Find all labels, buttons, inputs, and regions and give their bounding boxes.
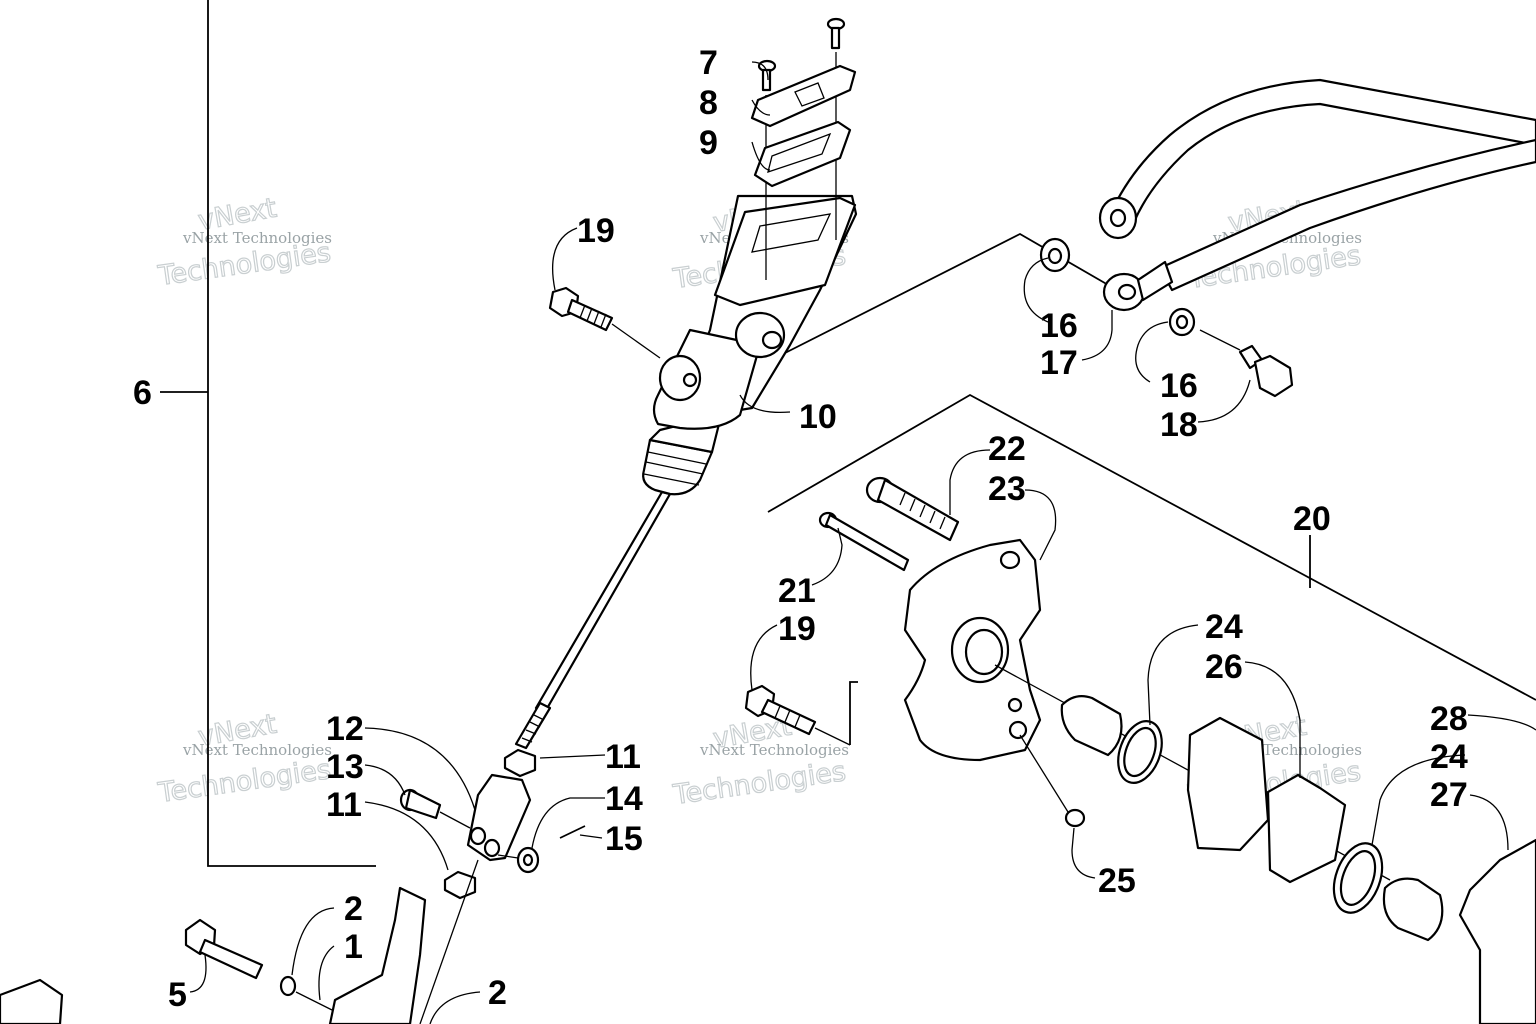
callout-7: 7 — [699, 44, 718, 82]
callout-labels: 6 7 8 9 19 10 16 17 16 18 22 23 20 21 19… — [133, 44, 1468, 1014]
callout-1: 1 — [344, 928, 363, 966]
reservoir-top — [713, 196, 857, 307]
nut-11-upper — [503, 748, 537, 778]
callout-16-upper: 16 — [1040, 307, 1078, 345]
caliper-bracket — [903, 538, 1042, 762]
caliper-housing — [1458, 838, 1536, 1024]
cotter-pin-15 — [559, 825, 586, 839]
o-ring-25 — [1064, 808, 1086, 828]
nut-11-lower — [443, 870, 477, 900]
group-bracket-6 — [160, 0, 376, 867]
watermark-5-small: vNext Technologies — [699, 741, 849, 759]
callout-11-left: 11 — [326, 786, 362, 824]
callout-25: 25 — [1098, 862, 1136, 900]
washer-14 — [516, 846, 540, 874]
callout-20: 20 — [1293, 500, 1331, 538]
callout-16-lower: 16 — [1160, 367, 1198, 405]
svg-text:Technologies: Technologies — [156, 754, 333, 809]
callout-9: 9 — [699, 124, 718, 162]
watermark-5: Technologies — [670, 755, 848, 811]
pin-21 — [818, 511, 910, 572]
callout-24-upper: 24 — [1205, 608, 1243, 646]
group-bracket-20 — [767, 393, 1536, 745]
callout-19-lower: 19 — [778, 610, 816, 648]
leader-lines — [189, 61, 1536, 1024]
brake-hose — [1098, 78, 1536, 312]
o-ring-1 — [279, 975, 297, 997]
callout-2-lower: 2 — [488, 974, 507, 1012]
seal-24-lower — [1332, 842, 1384, 914]
watermark-1-small: vNext Technologies — [182, 229, 332, 247]
brake-pad-outer — [1186, 716, 1270, 852]
cap-screw-2 — [826, 17, 846, 50]
callout-6: 6 — [133, 374, 152, 412]
callout-23: 23 — [988, 470, 1026, 508]
callout-13: 13 — [326, 748, 364, 786]
bolt-19-lower — [744, 684, 851, 746]
rubber-boot — [642, 438, 714, 496]
callout-14: 14 — [605, 780, 643, 818]
callout-28: 28 — [1430, 700, 1468, 738]
svg-text:Technologies: Technologies — [671, 756, 848, 811]
bolt-19-upper — [548, 286, 661, 359]
callout-26: 26 — [1205, 648, 1243, 686]
callout-21: 21 — [778, 572, 816, 610]
callout-12: 12 — [326, 710, 364, 748]
pin-13 — [399, 788, 442, 820]
seal-24-upper — [1117, 720, 1163, 784]
clevis-12 — [466, 773, 532, 862]
banjo-bolt-18 — [1238, 344, 1294, 398]
callout-11-right: 11 — [605, 738, 641, 776]
washer-16-lower — [1168, 307, 1196, 337]
callout-17: 17 — [1040, 344, 1078, 382]
hose-connection-line — [784, 232, 1111, 354]
bolt-22 — [865, 476, 960, 542]
cap-screw-1 — [757, 59, 777, 92]
callout-15: 15 — [605, 820, 643, 858]
callout-8: 8 — [699, 84, 718, 122]
callout-22: 22 — [988, 430, 1026, 468]
brake-pad-inner — [1266, 773, 1347, 884]
callout-10: 10 — [799, 398, 837, 436]
watermark-4: Technologies — [155, 753, 333, 809]
reservoir-cap-parts — [750, 17, 857, 280]
cylinder-barrel — [652, 328, 762, 430]
reservoir-diaphragm — [753, 120, 852, 188]
piston-upper — [1060, 695, 1123, 757]
master-cylinder-assembly — [514, 194, 858, 750]
mounting-boss — [658, 354, 702, 402]
brake-pedal — [0, 886, 427, 1024]
washer-16-upper — [1039, 237, 1071, 273]
push-rod — [534, 490, 672, 714]
callout-5: 5 — [168, 976, 187, 1014]
callout-24-lower: 24 — [1430, 738, 1468, 776]
piston-lower — [1382, 877, 1444, 942]
callout-27: 27 — [1430, 776, 1468, 814]
callout-2-upper: 2 — [344, 890, 363, 928]
callout-19-upper: 19 — [577, 212, 615, 250]
reservoir-cover — [750, 64, 857, 128]
callout-18: 18 — [1160, 406, 1198, 444]
pedal-link-line — [419, 859, 479, 1024]
pivot-bolt-5 — [184, 918, 264, 980]
watermark-4-small: vNext Technologies — [182, 741, 332, 759]
push-rod-thread — [514, 701, 552, 750]
